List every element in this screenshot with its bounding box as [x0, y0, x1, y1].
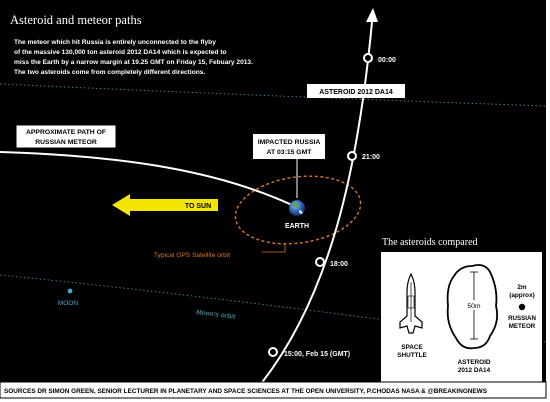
meteor-label-box	[15, 124, 117, 149]
shuttle-label: SHUTTLE	[397, 352, 427, 359]
time-label: 21:00	[362, 154, 380, 161]
moon-orbit-upper	[0, 83, 547, 107]
intro-line: miss the Earth by a narrow margin at 19.…	[14, 59, 253, 66]
title: Asteroid and meteor paths	[10, 13, 142, 27]
meteor-label: RUSSIAN METEOR	[35, 139, 97, 146]
space-shuttle-icon	[399, 272, 423, 334]
time-label: 15:00, Feb 15 (GMT)	[284, 351, 350, 358]
meteor-size-label: (approx)	[509, 292, 535, 299]
sources-text: SOURCES DR SIMON GREEN, SENIOR LECTURER …	[4, 388, 488, 395]
asteroid-trajectory	[255, 21, 373, 391]
comparison-asteroid-label: 2012 DA14	[458, 367, 491, 374]
moon-label: MOON	[58, 300, 79, 307]
size-label: 50m	[467, 303, 481, 310]
meteor-path	[0, 151, 293, 206]
earth-icon	[289, 200, 305, 216]
intro-line: of the massive 130,000 ton asteroid 2012…	[14, 49, 227, 56]
earth-label: EARTH	[285, 223, 309, 230]
meteor-label: APPROXIMATE PATH OF	[26, 129, 106, 136]
gps-orbit-label: Typical GPS Satellite orbit	[154, 252, 230, 259]
time-marker-0000	[363, 53, 373, 63]
sources-bar	[0, 381, 547, 399]
time-label: 00:00	[378, 57, 396, 64]
comparison-panel: The asteroids compared SPACE SHUTTLE 50m…	[381, 237, 542, 382]
time-marker-1800	[315, 257, 325, 267]
intro-line: The two asteroids come from completely d…	[14, 69, 205, 76]
impact-label: AT 03:15 GMT	[267, 149, 313, 156]
size-label-bg	[465, 300, 483, 310]
gps-orbit	[234, 175, 362, 245]
meteor-size-label: 2m	[517, 284, 527, 291]
shuttle-label: SPACE	[401, 344, 423, 351]
intro-line: The meteor which hit Russia is entirely …	[14, 39, 216, 46]
russian-meteor-icon	[518, 303, 526, 311]
trajectory-arrowhead	[366, 8, 378, 22]
moon-icon	[67, 288, 73, 294]
impact-label-box	[253, 134, 325, 159]
impact-label: IMPACTED RUSSIA	[258, 139, 321, 146]
asteroid-label: ASTEROID 2012 DA14	[319, 89, 393, 96]
to-sun-arrow	[112, 194, 218, 216]
comparison-meteor-label: RUSSIAN	[508, 315, 536, 322]
comparison-asteroid-label: ASTEROID	[457, 359, 490, 366]
asteroid-label-box	[307, 84, 405, 98]
comparison-meteor-label: METEOR	[509, 323, 536, 330]
time-marker-1500	[268, 347, 278, 357]
to-sun-label: TO SUN	[185, 203, 211, 210]
moon-orbit-label: Moon's orbit	[196, 309, 237, 321]
comparison-title: The asteroids compared	[382, 237, 478, 248]
time-marker-2100	[347, 151, 357, 161]
time-label: 18:00	[330, 261, 348, 268]
